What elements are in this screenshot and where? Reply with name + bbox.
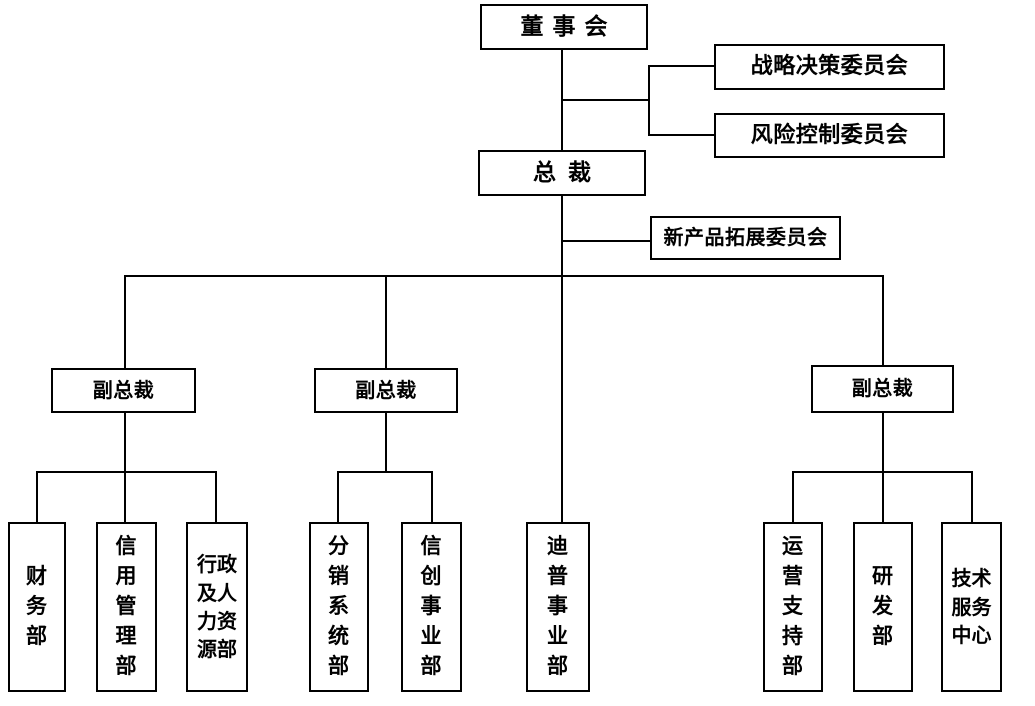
edge-vp-left-stem xyxy=(124,411,126,473)
node-dept-admin-hr-label: 行政 及人 力资 源部 xyxy=(197,552,237,662)
edge-vp-distribution-bar xyxy=(124,275,884,277)
node-dept-xinchuang[interactable]: 信 创 事 业 部 xyxy=(401,522,462,692)
node-committee-strategy[interactable]: 战略决策委员会 xyxy=(714,44,945,90)
node-dept-distribution-label: 分 销 系 统 部 xyxy=(328,534,350,678)
edge-drop-to-vp-middle xyxy=(385,275,387,369)
edge-board-to-president xyxy=(561,48,563,170)
edge-vp-right-stem xyxy=(882,411,884,473)
edge-drop-to-vp-left xyxy=(124,275,126,369)
edge-to-strategy-committee xyxy=(648,65,716,67)
node-committee-new-product-label: 新产品拓展委员会 xyxy=(663,225,828,250)
node-dept-dptech-label: 迪 普 事 业 部 xyxy=(547,534,569,678)
edge-president-trunk xyxy=(561,195,563,525)
edge-to-new-product-committee xyxy=(561,240,652,242)
node-president-label: 总裁 xyxy=(533,159,603,186)
node-vp-middle[interactable]: 副总裁 xyxy=(314,368,458,413)
node-vp-left-label: 副总裁 xyxy=(92,377,155,402)
node-committee-risk-label: 风险控制委员会 xyxy=(750,122,909,148)
edge-drop-to-finance xyxy=(36,471,38,523)
edge-to-risk-committee xyxy=(648,134,716,136)
node-dept-rd-label: 研 发 部 xyxy=(872,564,894,648)
node-dept-operations[interactable]: 运 营 支 持 部 xyxy=(763,522,823,692)
node-dept-tech-service[interactable]: 技术 服务 中心 xyxy=(941,522,1002,692)
node-committee-strategy-label: 战略决策委员会 xyxy=(750,54,909,80)
edge-drop-to-credit xyxy=(124,471,126,523)
node-board-label: 董事会 xyxy=(520,13,617,40)
node-dept-rd[interactable]: 研 发 部 xyxy=(853,522,913,692)
node-dept-distribution[interactable]: 分 销 系 统 部 xyxy=(309,522,369,692)
node-president[interactable]: 总裁 xyxy=(478,150,646,196)
node-committee-new-product[interactable]: 新产品拓展委员会 xyxy=(650,216,841,260)
edge-drop-to-vp-right xyxy=(882,275,884,369)
node-dept-finance[interactable]: 财 务 部 xyxy=(8,522,66,692)
edge-vp-left-bar xyxy=(36,471,217,473)
node-vp-middle-label: 副总裁 xyxy=(355,377,417,402)
node-vp-left[interactable]: 副总裁 xyxy=(51,368,196,413)
edge-vp-middle-stem xyxy=(385,411,387,473)
edge-drop-to-tech-service xyxy=(971,471,973,523)
edge-drop-to-rd xyxy=(882,471,884,523)
node-vp-right[interactable]: 副总裁 xyxy=(811,365,954,413)
node-dept-dptech[interactable]: 迪 普 事 业 部 xyxy=(526,522,590,692)
node-dept-finance-label: 财 务 部 xyxy=(26,564,48,648)
node-committee-risk[interactable]: 风险控制委员会 xyxy=(714,113,945,158)
node-dept-tech-service-label: 技术 服务 中心 xyxy=(951,566,992,648)
edge-drop-to-distribution xyxy=(337,471,339,523)
node-dept-xinchuang-label: 信 创 事 业 部 xyxy=(420,534,443,678)
node-board[interactable]: 董事会 xyxy=(480,4,648,50)
edge-committee-bracket xyxy=(648,65,650,136)
node-dept-admin-hr[interactable]: 行政 及人 力资 源部 xyxy=(186,522,248,692)
node-dept-credit-label: 信 用 管 理 部 xyxy=(115,534,138,678)
node-dept-credit[interactable]: 信 用 管 理 部 xyxy=(96,522,157,692)
edge-drop-to-xinchuang xyxy=(431,471,433,523)
edge-board-to-committee-stem xyxy=(561,99,650,101)
edge-drop-to-admin-hr xyxy=(215,471,217,523)
node-dept-operations-label: 运 营 支 持 部 xyxy=(782,534,804,678)
edge-drop-to-operations xyxy=(792,471,794,523)
node-vp-right-label: 副总裁 xyxy=(851,376,914,401)
edge-vp-middle-bar xyxy=(337,471,433,473)
